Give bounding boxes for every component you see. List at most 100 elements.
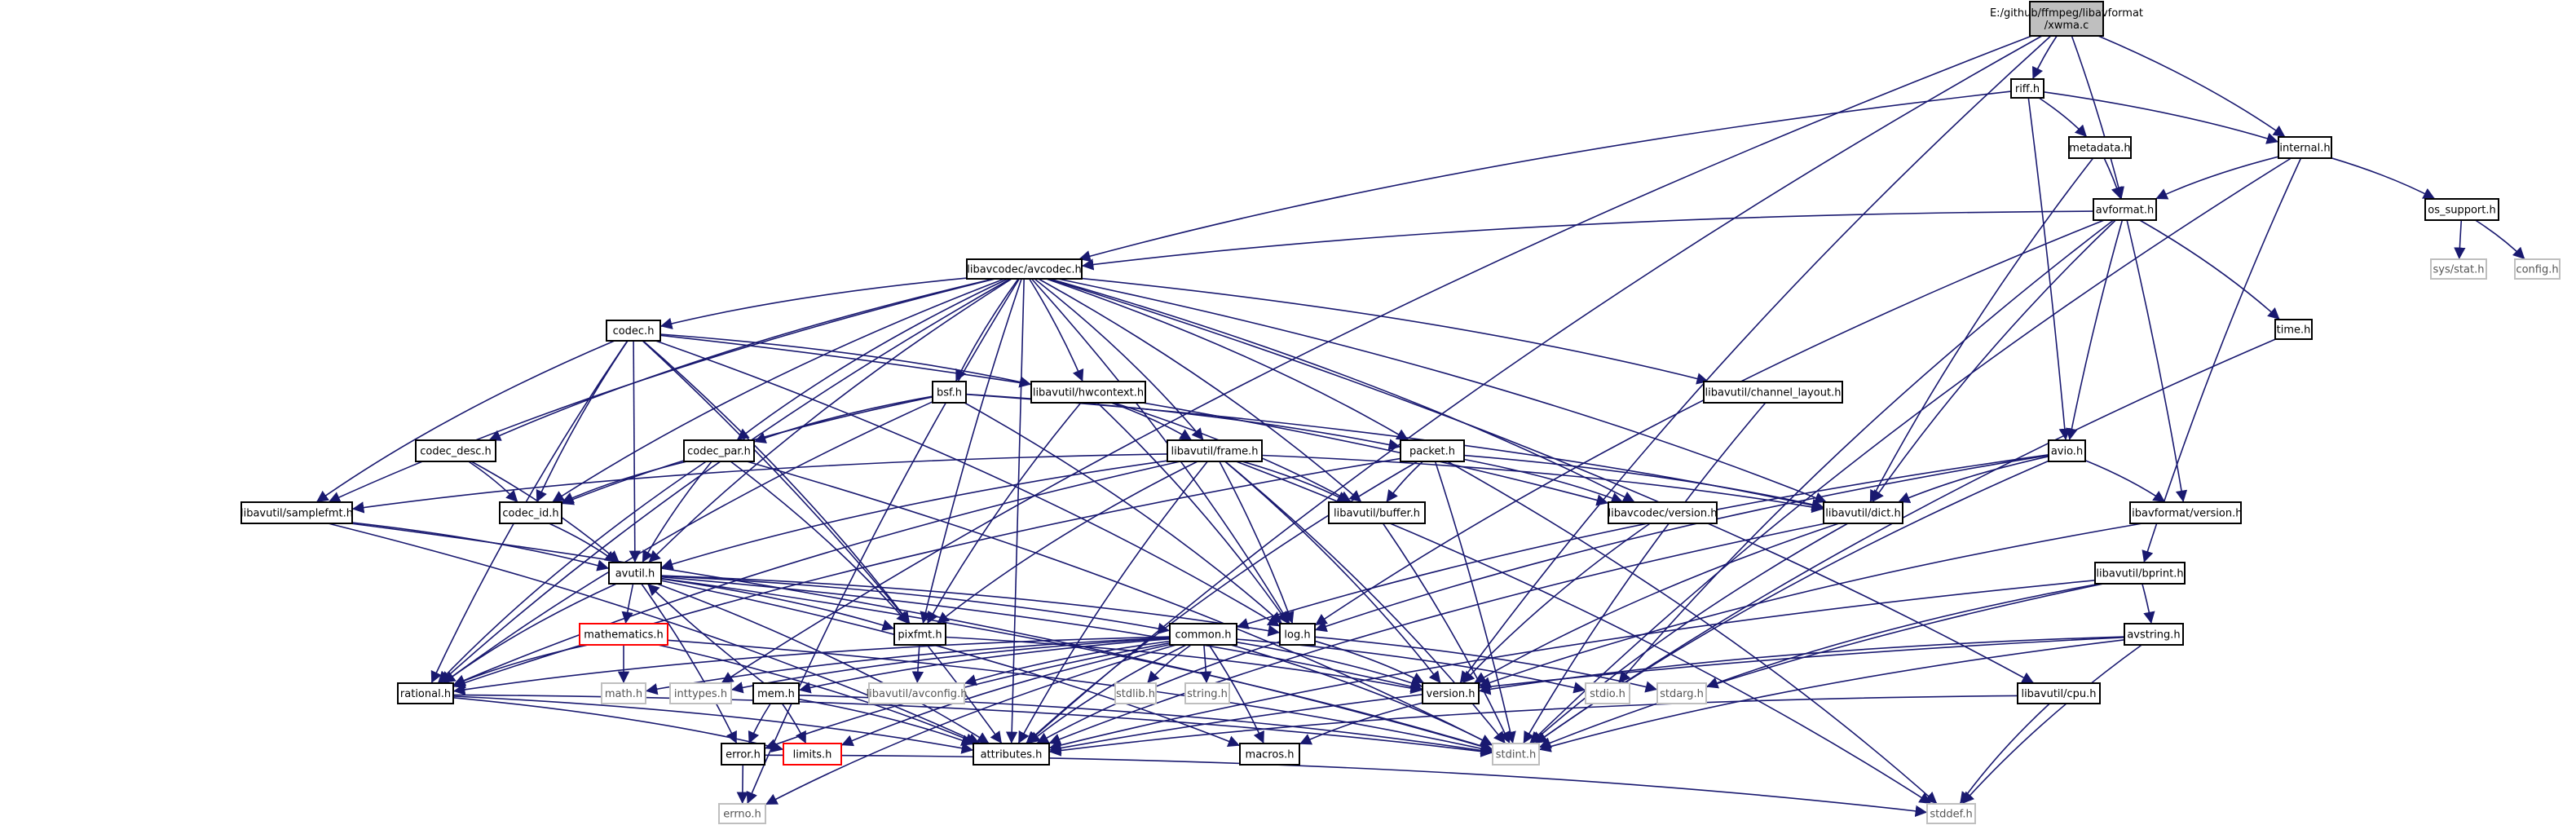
node-log[interactable]: log.h — [1279, 623, 1316, 646]
node-rational[interactable]: rational.h — [397, 682, 454, 704]
node-label: errno.h — [723, 809, 761, 821]
node-avformat-version[interactable]: libavformat/version.h — [2129, 501, 2243, 524]
node-label: metadata.h — [2069, 143, 2130, 155]
edge-avformat-to-dict — [1872, 219, 2116, 503]
node-label: avformat.h — [2096, 205, 2154, 217]
node-mathematics[interactable]: mathematics.h — [579, 623, 668, 646]
edge-codec_desc-to-codec_id — [468, 461, 518, 503]
node-label: stdarg.h — [1660, 688, 1704, 700]
edge-metadata-to-avformat — [2103, 157, 2123, 200]
node-codec-id[interactable]: codec_id.h — [499, 501, 562, 524]
node-label: libavutil/dict.h — [1825, 508, 1901, 520]
node-pixfmt[interactable]: pixfmt.h — [893, 623, 946, 646]
node-packet[interactable]: packet.h — [1400, 439, 1465, 462]
node-avformat[interactable]: avformat.h — [2093, 198, 2157, 221]
node-codec[interactable]: codec.h — [606, 320, 661, 342]
node-stddef: stddef.h — [1926, 803, 1976, 824]
edge-codec-to-pixfmt — [642, 340, 911, 624]
node-avutil[interactable]: avutil.h — [608, 562, 662, 585]
edge-codec-to-avutil — [629, 340, 642, 563]
node-macros[interactable]: macros.h — [1239, 743, 1300, 766]
nodes-layer: E:/github/ffmpeg/libavformat/xwma.c riff.… — [240, 1, 2561, 824]
edge-codec-to-avcodec_version — [659, 334, 1609, 506]
edge-bprint-to-stdarg — [1705, 583, 2100, 689]
node-label: inttypes.h — [674, 688, 727, 700]
node-time[interactable]: time.h — [2274, 319, 2313, 340]
edge-packet-to-buffer — [1385, 461, 1423, 503]
node-error[interactable]: error.h — [721, 743, 765, 766]
node-limits[interactable]: limits.h — [783, 743, 842, 766]
node-mem[interactable]: mem.h — [752, 682, 800, 704]
edge-common-to-string — [1200, 644, 1212, 684]
node-hwcontext[interactable]: libavutil/hwcontext.h — [1030, 381, 1146, 404]
node-avcodec-version[interactable]: libavcodec/version.h — [1608, 501, 1718, 524]
edge-avcodec-to-codec_par — [736, 278, 1008, 441]
node-math: math.h — [601, 682, 646, 704]
node-buffer[interactable]: libavutil/buffer.h — [1328, 501, 1426, 524]
edge-avformat-to-avcodec — [1081, 210, 2094, 271]
node-label: config.h — [2516, 264, 2558, 276]
node-label: mem.h — [757, 688, 795, 700]
node-errno: errno.h — [718, 803, 766, 824]
edge-avcodec-to-avcodec_version — [1049, 278, 1635, 503]
edge-packet-to-avcodec_version — [1463, 458, 1624, 504]
edge-riff-to-internal — [2043, 91, 2279, 144]
node-metadata[interactable]: metadata.h — [2068, 136, 2132, 159]
node-label: codec_par.h — [687, 446, 751, 458]
node-common[interactable]: common.h — [1169, 623, 1237, 646]
node-stdlib: stdlib.h — [1114, 682, 1157, 704]
node-codec-desc[interactable]: codec_desc.h — [415, 439, 496, 462]
node-cpu[interactable]: libavutil/cpu.h — [2017, 682, 2101, 704]
edge-avutil-to-version — [660, 576, 1423, 693]
node-samplefmt[interactable]: libavutil/samplefmt.h — [240, 501, 353, 524]
node-string: string.h — [1184, 682, 1230, 704]
node-root[interactable]: E:/github/ffmpeg/libavformat/xwma.c — [1990, 1, 2143, 37]
edge-log-to-stdarg — [1314, 636, 1658, 693]
edge-avutil-to-pixfmt — [660, 578, 895, 631]
node-avio[interactable]: avio.h — [2048, 439, 2086, 462]
node-frame[interactable]: libavutil/frame.h — [1167, 439, 1263, 462]
edge-common-to-stdlib — [1146, 644, 1192, 684]
edge-mem-to-limits — [781, 703, 807, 744]
node-attributes[interactable]: attributes.h — [973, 743, 1050, 766]
node-bprint[interactable]: libavutil/bprint.h — [2094, 562, 2186, 585]
edge-common-to-stdint — [1230, 644, 1493, 746]
edge-riff-to-avio — [2027, 97, 2071, 441]
node-bsf[interactable]: bsf.h — [932, 381, 967, 404]
node-dict[interactable]: libavutil/dict.h — [1823, 501, 1903, 524]
node-label: common.h — [1176, 629, 1232, 642]
edge-common-to-attributes — [1027, 644, 1187, 744]
edge-packet-to-rational — [452, 457, 1401, 689]
node-version[interactable]: version.h — [1422, 682, 1480, 704]
edge-frame-to-buffer — [1242, 461, 1350, 503]
edge-bsf-to-log — [964, 402, 1283, 624]
node-avcodec[interactable]: libavcodec/avcodec.h — [966, 258, 1083, 280]
node-internal[interactable]: internal.h — [2278, 136, 2332, 159]
edge-avstring-to-stddef — [1961, 644, 2142, 805]
node-label: log.h — [1284, 629, 1310, 642]
edge-avcodec-to-codec — [659, 277, 968, 329]
node-label: libavutil/frame.h — [1171, 446, 1259, 458]
node-label: attributes.h — [981, 749, 1043, 761]
edge-common-to-avconfig — [964, 640, 1171, 686]
node-os-support[interactable]: os_support.h — [2424, 198, 2499, 221]
edge-buffer-to-stdint — [1382, 523, 1511, 744]
edge-avformat_version-to-version — [1478, 523, 2143, 689]
node-stdio: stdio.h — [1585, 682, 1630, 704]
node-label: avstring.h — [2127, 629, 2180, 642]
edge-codec_par-to-avutil — [642, 461, 712, 563]
edge-root-to-riff — [2031, 35, 2058, 80]
node-riff[interactable]: riff.h — [2010, 78, 2044, 99]
node-label: codec_id.h — [502, 508, 558, 520]
node-channel-layout[interactable]: libavutil/channel_layout.h — [1703, 381, 1843, 404]
node-codec-par[interactable]: codec_par.h — [683, 439, 755, 462]
edge-frame-to-version — [1224, 461, 1441, 684]
edge-avio-to-common — [1236, 454, 2049, 629]
edge-avstring-to-attributes — [1048, 637, 2125, 754]
node-label: libavutil/buffer.h — [1334, 508, 1420, 520]
node-label: time.h — [2277, 324, 2311, 337]
edge-internal-to-avformat — [2155, 156, 2279, 200]
node-inttypes: inttypes.h — [669, 682, 732, 704]
edge-cpu-to-attributes — [1048, 695, 2018, 757]
node-avstring[interactable]: avstring.h — [2124, 623, 2184, 646]
